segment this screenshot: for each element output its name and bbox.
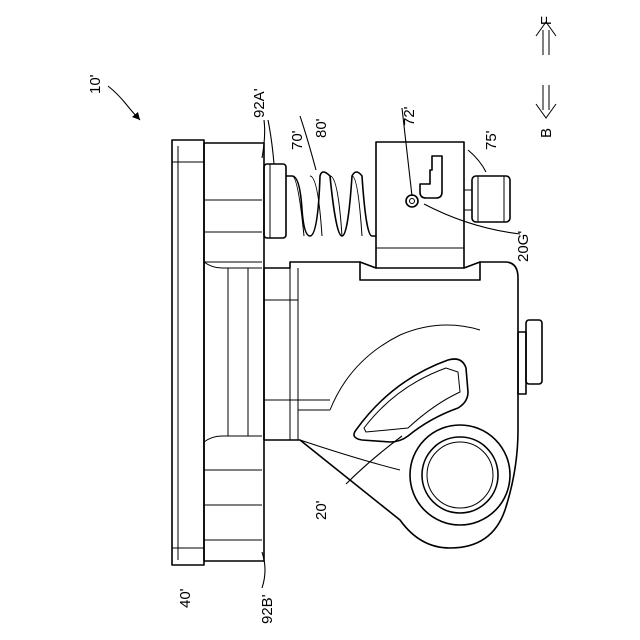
part-labels: 10' 92A' 70' 80' 72' 75' 20G' 20' 40' 92… bbox=[87, 74, 532, 624]
forward-arrow bbox=[536, 22, 556, 55]
label-mount-b: 92B' bbox=[259, 594, 276, 624]
label-pin: 72' bbox=[401, 106, 418, 126]
spring bbox=[286, 172, 376, 236]
washer bbox=[264, 164, 286, 238]
label-body: 20' bbox=[313, 500, 330, 520]
direction-indicator: F B bbox=[536, 16, 556, 138]
upper-housing bbox=[360, 142, 480, 280]
label-groove: 20G' bbox=[515, 231, 532, 262]
label-base: 40' bbox=[177, 588, 194, 608]
label-washer: 70' bbox=[289, 130, 306, 150]
body bbox=[264, 262, 518, 548]
label-assembly: 10' bbox=[87, 74, 104, 94]
label-cap: 75' bbox=[483, 130, 500, 150]
mount-block bbox=[204, 143, 264, 561]
base-plate bbox=[172, 140, 204, 565]
backward-arrow bbox=[536, 85, 556, 118]
curved-slot bbox=[354, 359, 468, 442]
side-tab bbox=[518, 320, 542, 394]
cap bbox=[464, 176, 510, 222]
bearing-hole bbox=[410, 425, 510, 525]
backward-label: B bbox=[538, 128, 555, 138]
label-spring: 80' bbox=[313, 118, 330, 138]
label-mount-a: 92A' bbox=[251, 88, 268, 118]
forward-label: F bbox=[538, 16, 555, 25]
